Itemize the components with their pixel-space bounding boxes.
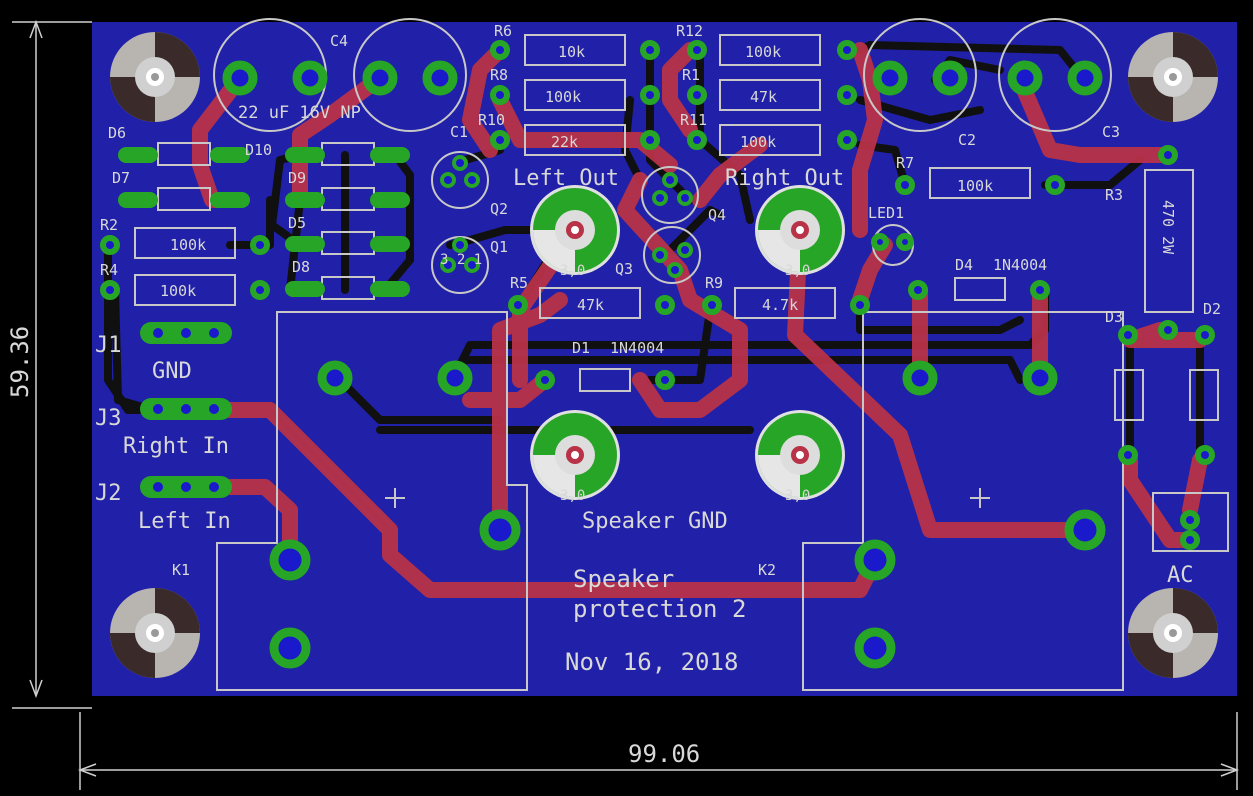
svg-text:470 2W: 470 2W [1159,200,1177,255]
svg-text:R6: R6 [494,22,512,40]
svg-text:100k: 100k [170,236,206,254]
gnd-label: GND [152,359,192,384]
svg-text:1N4004: 1N4004 [610,339,664,357]
svg-text:D10: D10 [245,141,272,159]
protection-label: protection 2 [573,595,746,623]
svg-text:22 uF 16V NP: 22 uF 16V NP [238,103,361,123]
svg-text:R1: R1 [682,66,700,84]
svg-text:3,0: 3,0 [785,488,810,504]
svg-text:R5: R5 [510,274,528,292]
svg-text:R3: R3 [1105,186,1123,204]
svg-text:R7: R7 [896,154,914,172]
left-out-label: Left Out [513,166,619,191]
svg-text:D3: D3 [1105,308,1123,326]
ac-label: AC [1167,563,1194,588]
svg-text:100k: 100k [745,43,781,61]
svg-text:R8: R8 [490,66,508,84]
board-labels: Left Out Right Out GND Right In Left In … [95,22,1221,676]
svg-text:R9: R9 [705,274,723,292]
svg-text:J1: J1 [95,333,122,358]
svg-text:3,0: 3,0 [560,263,585,279]
dimension-lines [12,19,1240,790]
svg-text:D2: D2 [1203,300,1221,318]
svg-text:4.7k: 4.7k [762,296,798,314]
pads [100,40,1215,669]
svg-text:D1: D1 [572,339,590,357]
svg-text:C1: C1 [450,123,468,141]
height-dimension: 59.36 [6,326,34,398]
svg-text:Q2: Q2 [490,200,508,218]
svg-text:C2: C2 [958,131,976,149]
svg-text:K1: K1 [172,561,190,579]
svg-text:J2: J2 [95,481,122,506]
speaker-terminals [530,185,845,500]
svg-text:R4: R4 [100,261,118,279]
svg-text:3,0: 3,0 [785,263,810,279]
svg-text:R12: R12 [676,22,703,40]
svg-text:D4: D4 [955,256,973,274]
svg-text:100k: 100k [957,177,993,195]
silkscreen-outlines [134,18,1229,691]
svg-text:LED1: LED1 [868,204,904,222]
svg-text:100k: 100k [545,88,581,106]
svg-text:3 2 1: 3 2 1 [440,252,482,268]
svg-text:3,0: 3,0 [560,488,585,504]
svg-text:22k: 22k [551,133,578,151]
oblong-pads [118,147,410,498]
svg-text:R2: R2 [100,216,118,234]
svg-text:R11: R11 [680,111,707,129]
svg-text:R10: R10 [478,111,505,129]
svg-text:Q1: Q1 [490,238,508,256]
width-dimension: 99.06 [628,740,700,768]
header-holes [153,328,219,492]
left-in-label: Left In [138,509,231,534]
svg-text:1N4004: 1N4004 [993,256,1047,274]
speaker-gnd-label: Speaker GND [582,509,728,534]
svg-text:D9: D9 [288,169,306,187]
date-label: Nov 16, 2018 [565,648,738,676]
svg-text:47k: 47k [577,296,604,314]
svg-text:D7: D7 [112,169,130,187]
right-in-label: Right In [123,434,229,459]
svg-text:47k: 47k [750,88,777,106]
svg-text:Q4: Q4 [708,206,726,224]
svg-text:100k: 100k [160,282,196,300]
right-out-label: Right Out [725,166,844,191]
svg-text:D6: D6 [108,124,126,142]
svg-text:D5: D5 [288,214,306,232]
speaker-label: Speaker [573,565,674,593]
svg-text:D8: D8 [292,258,310,276]
svg-text:Q3: Q3 [615,260,633,278]
svg-text:C3: C3 [1102,123,1120,141]
svg-text:10k: 10k [558,43,585,61]
svg-text:100k: 100k [740,133,776,151]
svg-text:C4: C4 [330,32,348,50]
svg-text:K2: K2 [758,561,776,579]
mounting-holes [110,32,1218,678]
svg-text:J3: J3 [95,406,122,431]
